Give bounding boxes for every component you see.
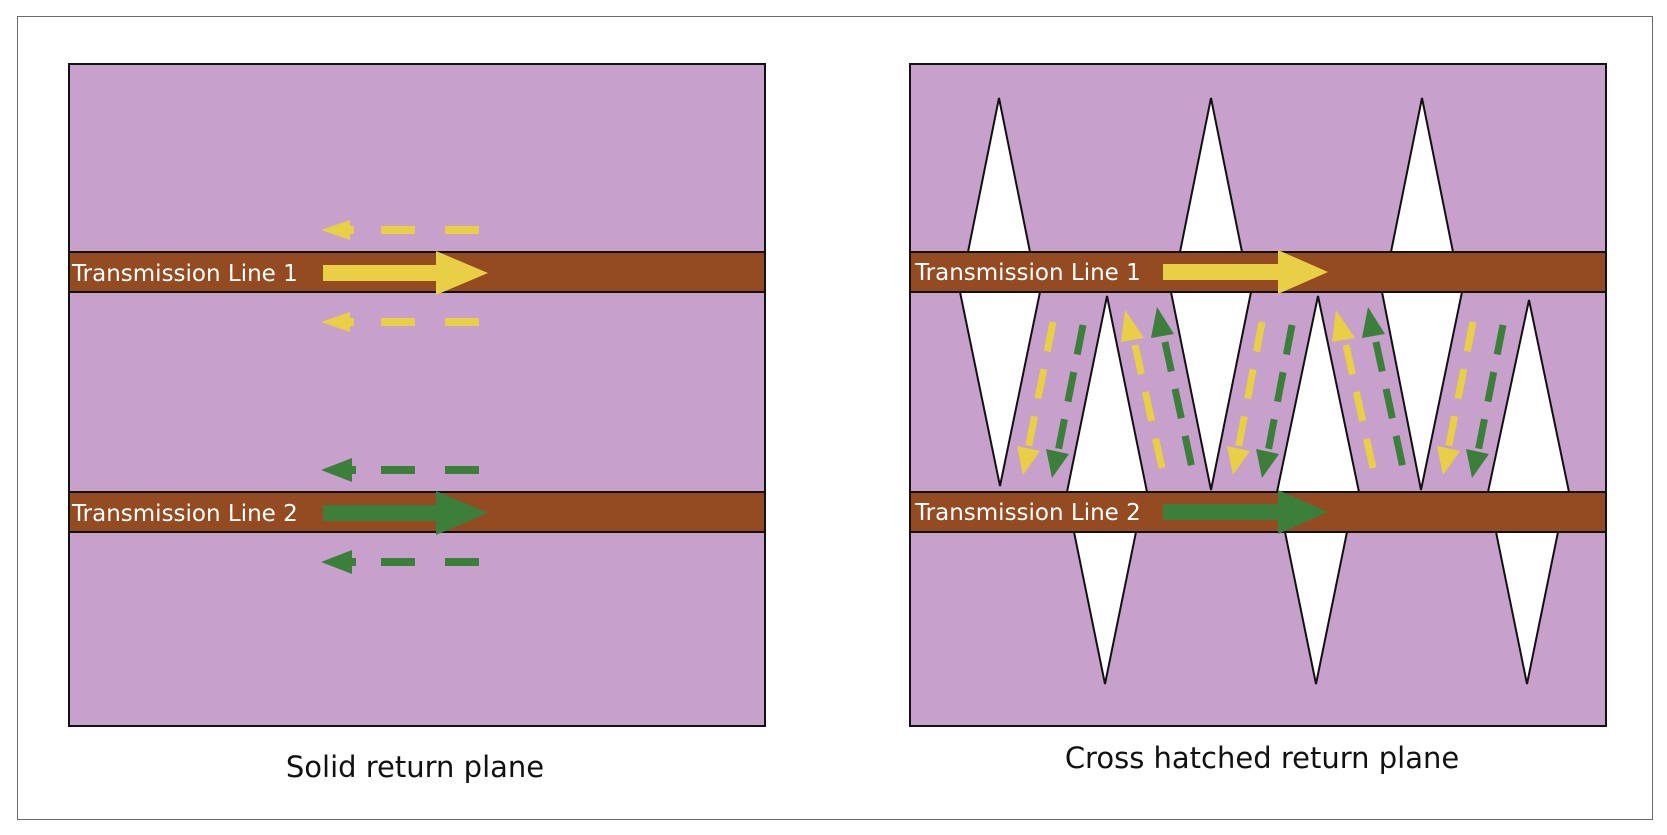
return-current-arrowhead-yellow [1227, 446, 1250, 475]
solid-plane-caption: Solid return plane [286, 750, 544, 784]
return-current-dashes-green [1161, 341, 1196, 469]
line-2-return-current-arrow-upper [321, 458, 479, 482]
transmission-line-1-label: Transmission Line 1 [71, 261, 298, 287]
return-current-arrowhead-yellow [1437, 446, 1460, 475]
line-2-return-current-arrow-lower [321, 550, 479, 574]
line-1-signal-arrow [323, 251, 488, 295]
line-1-return-current-arrow-lower [321, 312, 479, 332]
return-current-dashes-green [1474, 324, 1507, 453]
return-current-arrowhead-green [1256, 449, 1279, 478]
solid-plane-panel: Transmission Line 1 Transmission Line 2 [68, 63, 766, 784]
line-2-signal-arrow [323, 491, 488, 535]
return-current-dashes-yellow [1444, 321, 1477, 451]
line-1-signal-arrow [1163, 250, 1328, 294]
return-current-dashes-green [1264, 324, 1296, 453]
return-current-arrowhead-yellow [1332, 310, 1355, 342]
return-current-dashes-yellow [1234, 321, 1266, 451]
crosshatched-plane-panel: Transmission Line 1 Transmission Line 2 [909, 63, 1607, 775]
figure-frame [17, 16, 1653, 820]
return-current-arrowhead-green [1046, 449, 1069, 478]
return-current-dashes-green [1054, 324, 1087, 453]
return-current-dashes-green [1372, 341, 1407, 469]
return-current-arrowhead-yellow [1121, 310, 1144, 342]
transmission-line-2-label: Transmission Line 2 [71, 501, 298, 527]
transmission-line-1-label: Transmission Line 1 [914, 260, 1141, 286]
return-current-dashes-yellow [1131, 344, 1166, 469]
transmission-line-2-label: Transmission Line 2 [914, 500, 1141, 526]
return-current-arrowhead-green [1151, 307, 1174, 338]
transmission-line-1-trace [68, 251, 766, 293]
solid-return-plane [68, 63, 766, 727]
return-current-arrowhead-yellow [1017, 446, 1040, 475]
return-current-dashes-yellow [1342, 344, 1377, 469]
crosshatched-plane-caption: Cross hatched return plane [1065, 741, 1459, 775]
return-current-dashes-yellow [1024, 321, 1057, 451]
return-current-arrowhead-green [1466, 449, 1489, 478]
return-current-paths [1017, 307, 1507, 478]
line-1-return-current-arrow-upper [321, 220, 479, 240]
return-current-arrowhead-green [1362, 307, 1385, 338]
line-2-signal-arrow [1163, 490, 1328, 534]
